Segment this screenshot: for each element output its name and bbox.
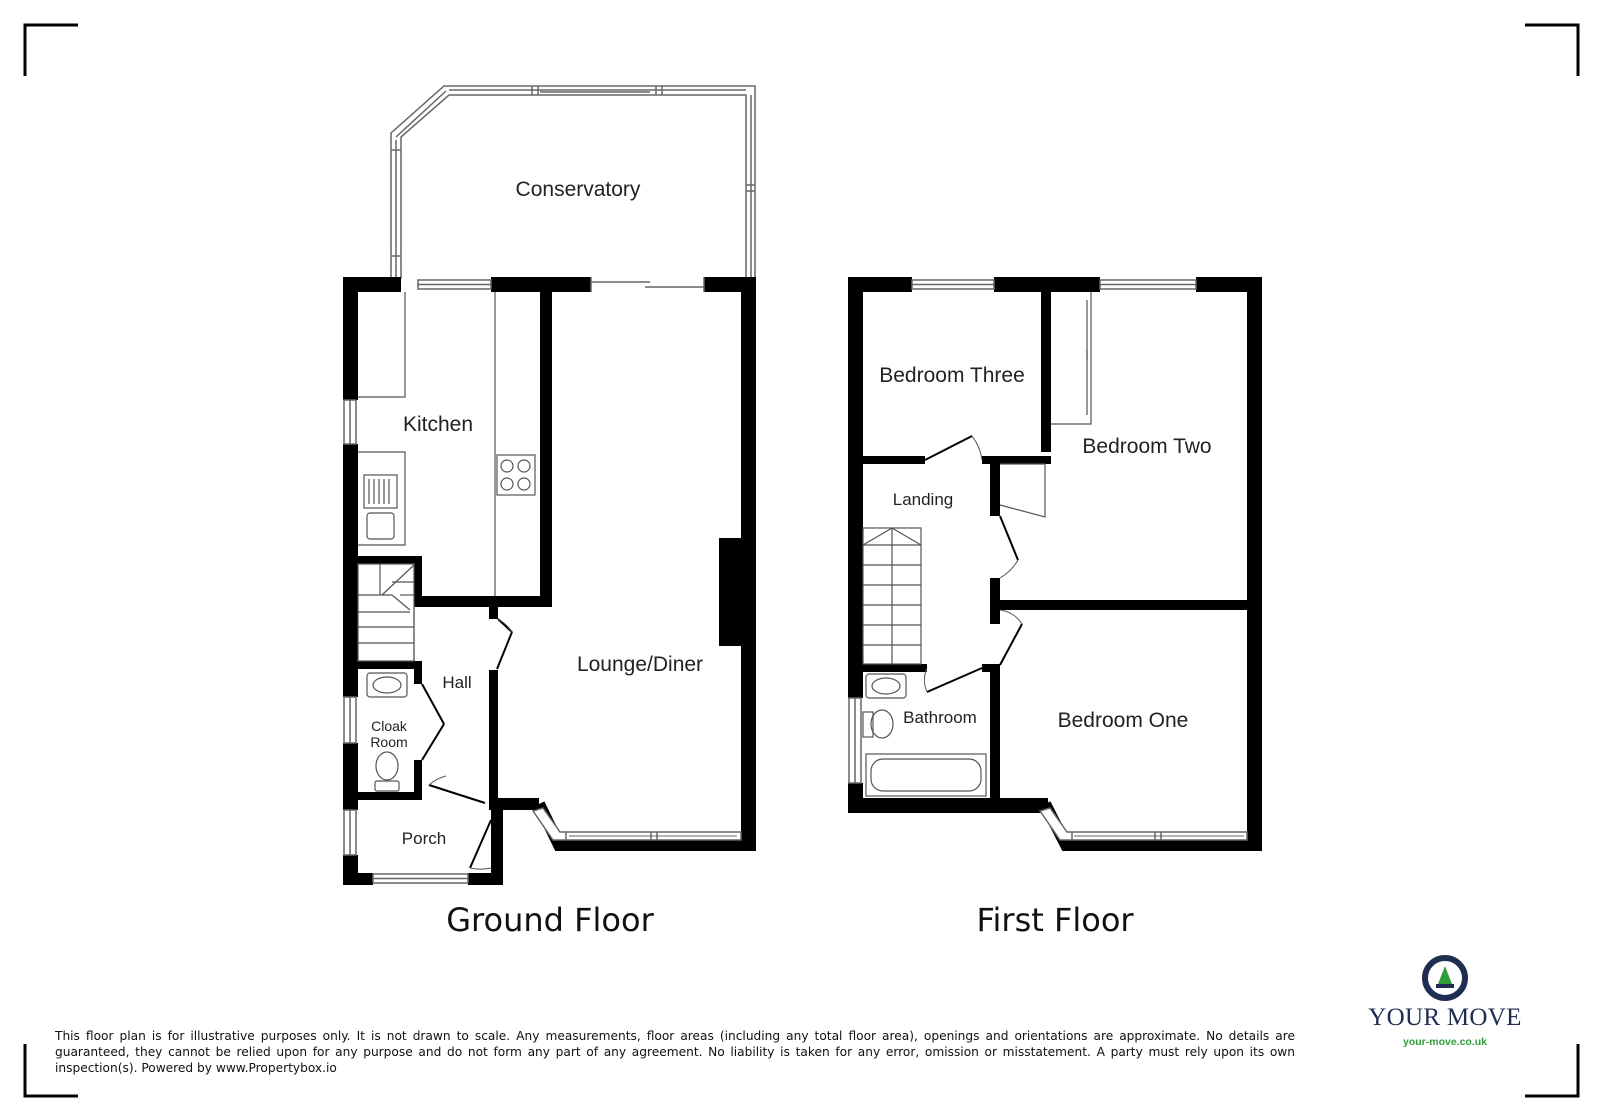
bathroom-fixtures (862, 673, 987, 797)
logo-website: your-move.co.uk (1402, 1036, 1488, 1048)
ground-floor-doors (421, 618, 513, 870)
first-floor-windows (848, 279, 1197, 784)
room-label-lounge-diner: Lounge/Diner (577, 653, 703, 676)
first-floor-title: First Floor (976, 901, 1134, 939)
room-label-landing: Landing (893, 490, 954, 509)
your-move-logo: YOUR MOVE your-move.co.uk (1360, 954, 1530, 1048)
room-label-porch: Porch (402, 829, 446, 848)
logo-brand-name: YOUR MOVE (1368, 1004, 1522, 1031)
lounge-bay-window (531, 801, 756, 851)
ground-floor-walls (343, 277, 756, 885)
disclaimer-text: This floor plan is for illustrative purp… (55, 1029, 1295, 1075)
kitchen-fittings (358, 292, 536, 596)
room-label-bedroom-one: Bedroom One (1058, 709, 1189, 732)
room-label-bathroom: Bathroom (903, 708, 977, 727)
bedroom-two-wardrobe (999, 292, 1092, 518)
room-label-cloak-room: Room (370, 734, 407, 750)
bedroom-one-bay-window (1038, 801, 1262, 851)
ground-floor-windows (343, 277, 705, 884)
ground-floor-title: Ground Floor (446, 901, 654, 939)
room-label-conservatory: Conservatory (516, 178, 641, 201)
cloak-room-fixtures (366, 672, 408, 792)
first-floor-plan: Bedroom Three Bedroom Two Landing Bathro… (848, 277, 1262, 939)
crop-marks (23, 23, 1580, 1098)
room-label-hall: Hall (442, 673, 471, 692)
first-floor-walls (848, 277, 1262, 850)
room-label-bedroom-two: Bedroom Two (1082, 435, 1211, 458)
ground-floor-plan: Conservatory Kitchen Lounge/Diner Hall C… (343, 85, 756, 939)
location-pin-icon (1422, 955, 1468, 1001)
first-floor-doors (923, 435, 1023, 693)
ground-stairs (357, 563, 415, 662)
room-label-cloak: Cloak (371, 718, 408, 734)
room-label-kitchen: Kitchen (403, 413, 473, 436)
room-label-bedroom-three: Bedroom Three (879, 364, 1025, 387)
first-floor-stairs (862, 527, 922, 665)
